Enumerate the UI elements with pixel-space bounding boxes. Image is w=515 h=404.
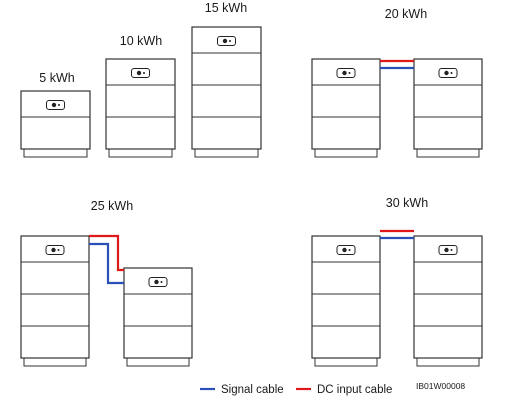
label-10kwh: 10 kWh	[120, 34, 162, 48]
stack-15kwh	[191, 26, 262, 158]
led-indicator-icon	[222, 38, 228, 44]
label-15kwh: 15 kWh	[205, 1, 247, 15]
stack-base	[416, 357, 480, 367]
signal-cable-25kwh	[89, 242, 124, 285]
stack-base	[416, 148, 480, 158]
stack-base	[126, 357, 190, 367]
led-indicator-dot-icon	[348, 249, 351, 251]
stack-30kwh-a	[311, 235, 381, 367]
legend-dc-label: DC input cable	[317, 384, 392, 396]
stack-25kwh-b	[123, 267, 193, 367]
led-indicator-icon	[444, 247, 449, 253]
led-indicator-dot-icon	[143, 72, 145, 74]
led-indicator-icon	[342, 70, 347, 76]
led-indicator-dot-icon	[57, 249, 60, 251]
stack-base	[23, 148, 88, 158]
legend: Signal cable DC input cable IB01W00008	[200, 381, 465, 396]
led-indicator-icon	[444, 70, 449, 76]
stack-20kwh-a	[311, 58, 381, 158]
led-indicator-icon	[51, 247, 56, 253]
stack-body	[191, 26, 262, 150]
label-30kwh: 30 kWh	[386, 196, 428, 210]
led-indicator-icon	[51, 102, 57, 108]
stack-base	[108, 148, 173, 158]
label-20kwh: 20 kWh	[385, 7, 427, 21]
battery-stacks	[20, 26, 483, 367]
led-indicator-dot-icon	[348, 72, 351, 74]
label-25kwh: 25 kWh	[91, 199, 133, 213]
led-indicator-icon	[342, 247, 347, 253]
led-indicator-dot-icon	[229, 40, 231, 42]
stack-30kwh-b	[413, 235, 483, 367]
led-indicator-dot-icon	[450, 72, 453, 74]
stack-body	[311, 235, 381, 359]
stack-25kwh-a	[20, 235, 90, 367]
label-5kwh: 5 kWh	[39, 71, 74, 85]
stack-base	[23, 357, 87, 367]
stack-base	[194, 148, 259, 158]
led-indicator-icon	[136, 70, 142, 76]
led-indicator-dot-icon	[58, 104, 60, 106]
stack-10kwh	[105, 58, 176, 158]
stack-body	[20, 235, 90, 359]
stack-20kwh-b	[413, 58, 483, 158]
cables	[89, 59, 414, 285]
figure-code: IB01W00008	[416, 381, 465, 391]
led-indicator-dot-icon	[450, 249, 453, 251]
stack-body	[413, 235, 483, 359]
stack-5kwh	[20, 90, 91, 158]
led-indicator-icon	[154, 279, 159, 285]
legend-signal-label: Signal cable	[221, 384, 284, 396]
stack-base	[314, 357, 378, 367]
dc-cable-25kwh	[89, 234, 124, 272]
stack-base	[314, 148, 378, 158]
led-indicator-dot-icon	[160, 281, 163, 283]
stack-body	[20, 90, 91, 150]
